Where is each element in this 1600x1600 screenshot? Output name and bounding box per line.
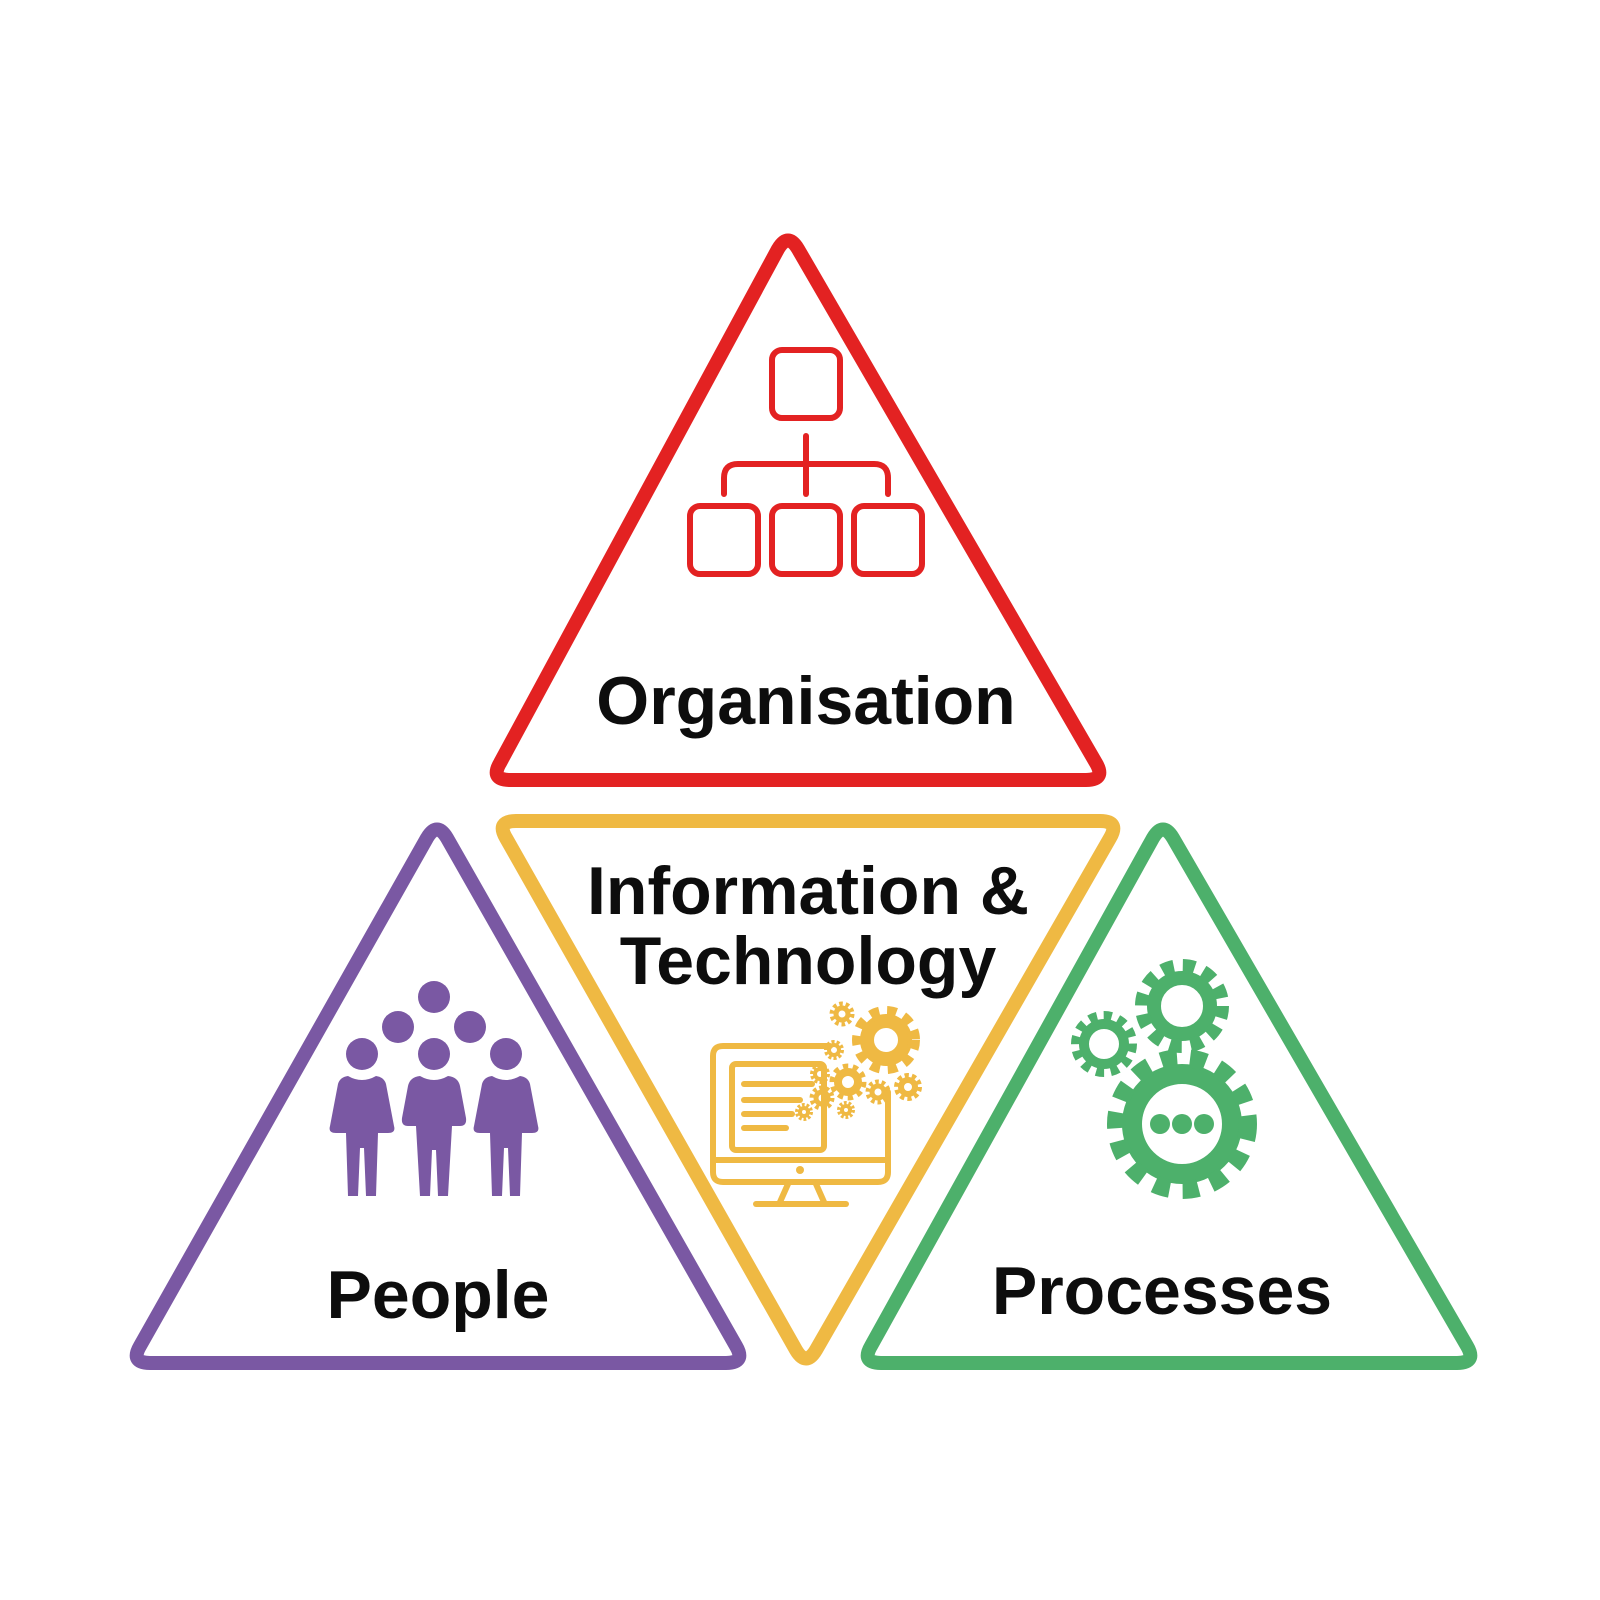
people-triangle — [129, 822, 747, 1370]
information-technology-pillar: Information & Technology — [495, 814, 1121, 1366]
information-technology-label-line2: Technology — [620, 923, 997, 999]
ellipsis-icon — [1150, 1114, 1214, 1134]
information-technology-triangle — [495, 814, 1121, 1366]
gears-icon — [1071, 959, 1257, 1199]
processes-pillar: Processes — [860, 822, 1478, 1370]
organisation-triangle — [489, 233, 1107, 787]
organisation-label: Organisation — [596, 663, 1015, 739]
processes-triangle — [860, 822, 1478, 1370]
people-icon — [329, 981, 539, 1196]
org-chart-icon — [687, 347, 925, 577]
information-technology-label-line1: Information & — [587, 853, 1029, 929]
people-label: People — [327, 1257, 550, 1333]
processes-label: Processes — [992, 1253, 1332, 1329]
computer-gears-icon — [710, 1001, 922, 1207]
organisation-pillar: Organisation — [489, 233, 1107, 787]
people-pillar: People — [129, 822, 747, 1370]
